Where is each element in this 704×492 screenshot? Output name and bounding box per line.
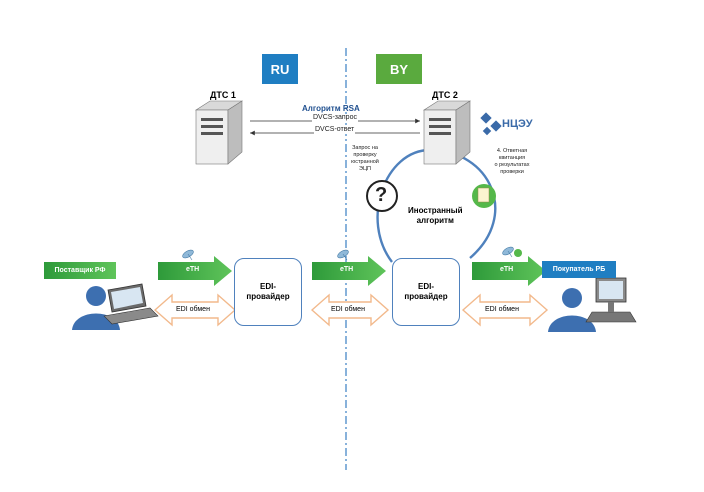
ncz-logo-text: НЦЭУ <box>502 118 533 130</box>
edi-exchange-arrow-2 <box>310 293 390 327</box>
buyer-label: Покупатель РБ <box>542 261 616 278</box>
eth-label-3: eTH <box>500 266 514 273</box>
country-badge-by: BY <box>376 54 422 84</box>
eth-label-1: eTH <box>186 266 200 273</box>
foreign-algorithm-label: Иностранный алгоритм <box>408 206 463 225</box>
country-by-label: BY <box>389 61 409 77</box>
satellite-icon-1 <box>182 249 194 261</box>
edi-provider-box-2: EDI-провайдер <box>392 258 460 326</box>
answer-receipt-text: 4. Ответная квитанция о результатах пров… <box>494 148 530 175</box>
supplier-label-text: Поставщик РФ <box>54 267 106 274</box>
country-ru-label: RU <box>270 61 290 77</box>
dts2-label: ДТС 2 <box>432 90 458 100</box>
edi-exchange-label-2: EDI обмен <box>331 306 365 313</box>
question-mark: ? <box>375 184 388 206</box>
algorithm-rsa-label: Алгоритм RSA <box>302 104 360 113</box>
eth-arrow-1 <box>158 256 232 286</box>
edi-exchange-label-1: EDI обмен <box>176 306 210 313</box>
server-dts2-icon <box>422 100 472 165</box>
satellite-icon-3 <box>502 246 522 258</box>
ncz-logo-icon <box>480 112 502 136</box>
dts1-label: ДТС 1 <box>210 90 236 100</box>
server-dts1-icon <box>194 100 244 165</box>
dvcs-request-label: DVCS-запрос <box>312 114 358 122</box>
country-badge-ru: RU <box>262 54 298 84</box>
question-circle <box>366 180 398 212</box>
edi-exchange-label-3: EDI обмен <box>485 306 519 313</box>
dvcs-response-label: DVCS-ответ <box>314 126 356 134</box>
buyer-label-text: Покупатель РБ <box>552 266 606 273</box>
supplier-person-icon <box>72 283 159 330</box>
supplier-label: Поставщик РФ <box>44 262 116 279</box>
verification-request-text: Запрос на проверку юстранной ЭЦП <box>351 145 379 172</box>
edi-provider-box-1: EDI-провайдер <box>234 258 302 326</box>
eth-label-2: eTH <box>340 266 354 273</box>
eth-arrow-3 <box>472 256 546 286</box>
eth-arrow-2 <box>312 256 386 286</box>
edi-exchange-arrow-3 <box>461 293 549 327</box>
satellite-icon-2 <box>337 249 349 261</box>
buyer-person-icon <box>548 277 637 332</box>
